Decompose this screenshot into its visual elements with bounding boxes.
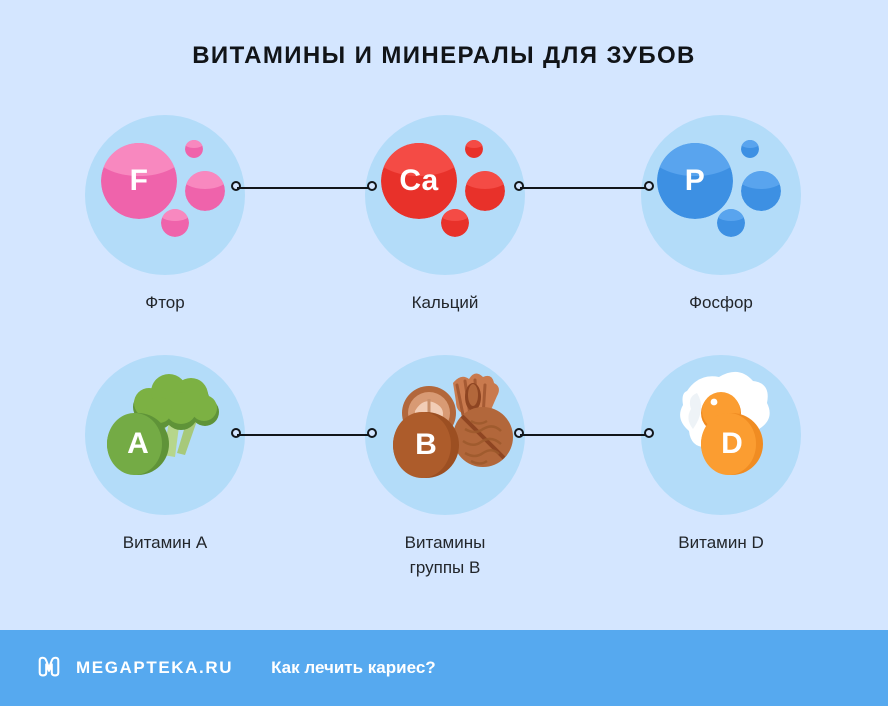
footer-link[interactable]: Как лечить кариес?: [271, 658, 436, 677]
vitamin-b-badge: B: [393, 412, 459, 478]
page-title: ВИТАМИНЫ И МИНЕРАЛЫ ДЛЯ ЗУБОВ: [192, 42, 696, 69]
vitamin-d-label: Витамин D: [678, 533, 764, 552]
vitamin-d-disc: D: [641, 355, 801, 515]
fluorine-sphere-main: F: [101, 143, 177, 219]
sphere-highlight: [465, 171, 505, 189]
vitamin-a-symbol: A: [127, 427, 149, 460]
sphere-highlight: [465, 140, 483, 148]
node-fluorine: F Фтор: [85, 115, 245, 316]
vitamin-b-symbol: B: [415, 428, 437, 461]
node-vitamin-d: D Витамин D: [641, 355, 801, 556]
phosphorus-label: Фосфор: [689, 293, 753, 312]
connector-line: [237, 434, 371, 436]
connector-ring-left: [231, 428, 241, 438]
phosphorus-sphere-small: [717, 209, 745, 237]
connector-ring-right: [644, 181, 654, 191]
vitamin-a-badge: A: [107, 413, 169, 475]
node-calcium: Ca Кальций: [365, 115, 525, 316]
sphere-highlight: [741, 140, 759, 148]
connector-ring-left: [514, 181, 524, 191]
vitamin-a-disc: A: [85, 355, 245, 515]
megapteka-logo-icon[interactable]: [36, 655, 62, 681]
vitamin-d-badge: D: [701, 413, 763, 475]
sphere-highlight: [185, 140, 203, 148]
fluorine-sphere-mid: [185, 171, 225, 211]
footer-brand: MEGAPTEKA.RU: [76, 658, 234, 677]
vitamin-d-symbol: D: [721, 427, 743, 460]
phosphorus-sphere-mid: [741, 171, 781, 211]
vitamin-b-disc: B: [365, 355, 525, 515]
vitamin-a-label: Витамин А: [122, 533, 208, 552]
phosphorus-disc: P: [641, 115, 801, 275]
badge-face: [393, 412, 452, 478]
fluorine-symbol: F: [129, 164, 149, 197]
phosphorus-symbol: P: [684, 164, 706, 197]
calcium-symbol: Ca: [399, 164, 439, 197]
sphere-highlight: [717, 209, 745, 222]
connector-fluorine-calcium: [231, 181, 377, 195]
calcium-sphere-small: [441, 209, 469, 237]
calcium-sphere-mid: [465, 171, 505, 211]
connector-ring-right: [367, 181, 377, 191]
sphere-highlight: [185, 171, 225, 189]
connector-ring-right: [644, 428, 654, 438]
sphere-highlight: [381, 143, 457, 177]
connector-ring-left: [231, 181, 241, 191]
phosphorus-sphere-main: P: [657, 143, 733, 219]
connector-ring-left: [514, 428, 524, 438]
footer-bar: MEGAPTEKA.RU Как лечить кариес?: [0, 630, 888, 706]
fluorine-sphere-small: [161, 209, 189, 237]
badge-face: [107, 413, 162, 475]
node-vitamin-a: A Витамин А: [85, 355, 245, 556]
sphere-highlight: [657, 143, 733, 177]
badge-face: [701, 413, 756, 475]
connector-line: [520, 434, 648, 436]
connector-vitamin-b-d: [514, 428, 654, 442]
calcium-sphere-tiny: [465, 140, 483, 158]
vitamin-b-label: Витамины группы В: [404, 533, 486, 577]
calcium-label: Кальций: [411, 293, 479, 312]
fluorine-label: Фтор: [145, 293, 185, 312]
sphere-highlight: [101, 143, 177, 177]
node-phosphorus: P Фосфор: [641, 115, 801, 316]
connector-line: [237, 187, 371, 189]
connector-calcium-phosphorus: [514, 181, 654, 195]
connector-ring-right: [367, 428, 377, 438]
sphere-highlight: [161, 209, 189, 222]
connector-vitamin-a-b: [231, 428, 377, 442]
sphere-highlight: [441, 209, 469, 222]
fluorine-sphere-tiny: [185, 140, 203, 158]
calcium-disc: Ca: [365, 115, 525, 275]
calcium-sphere-main: Ca: [381, 143, 457, 219]
phosphorus-sphere-tiny: [741, 140, 759, 158]
sphere-highlight: [741, 171, 781, 189]
connector-line: [520, 187, 648, 189]
fluorine-disc: F: [85, 115, 245, 275]
node-vitamin-b: B Витамины группы В: [365, 355, 525, 580]
